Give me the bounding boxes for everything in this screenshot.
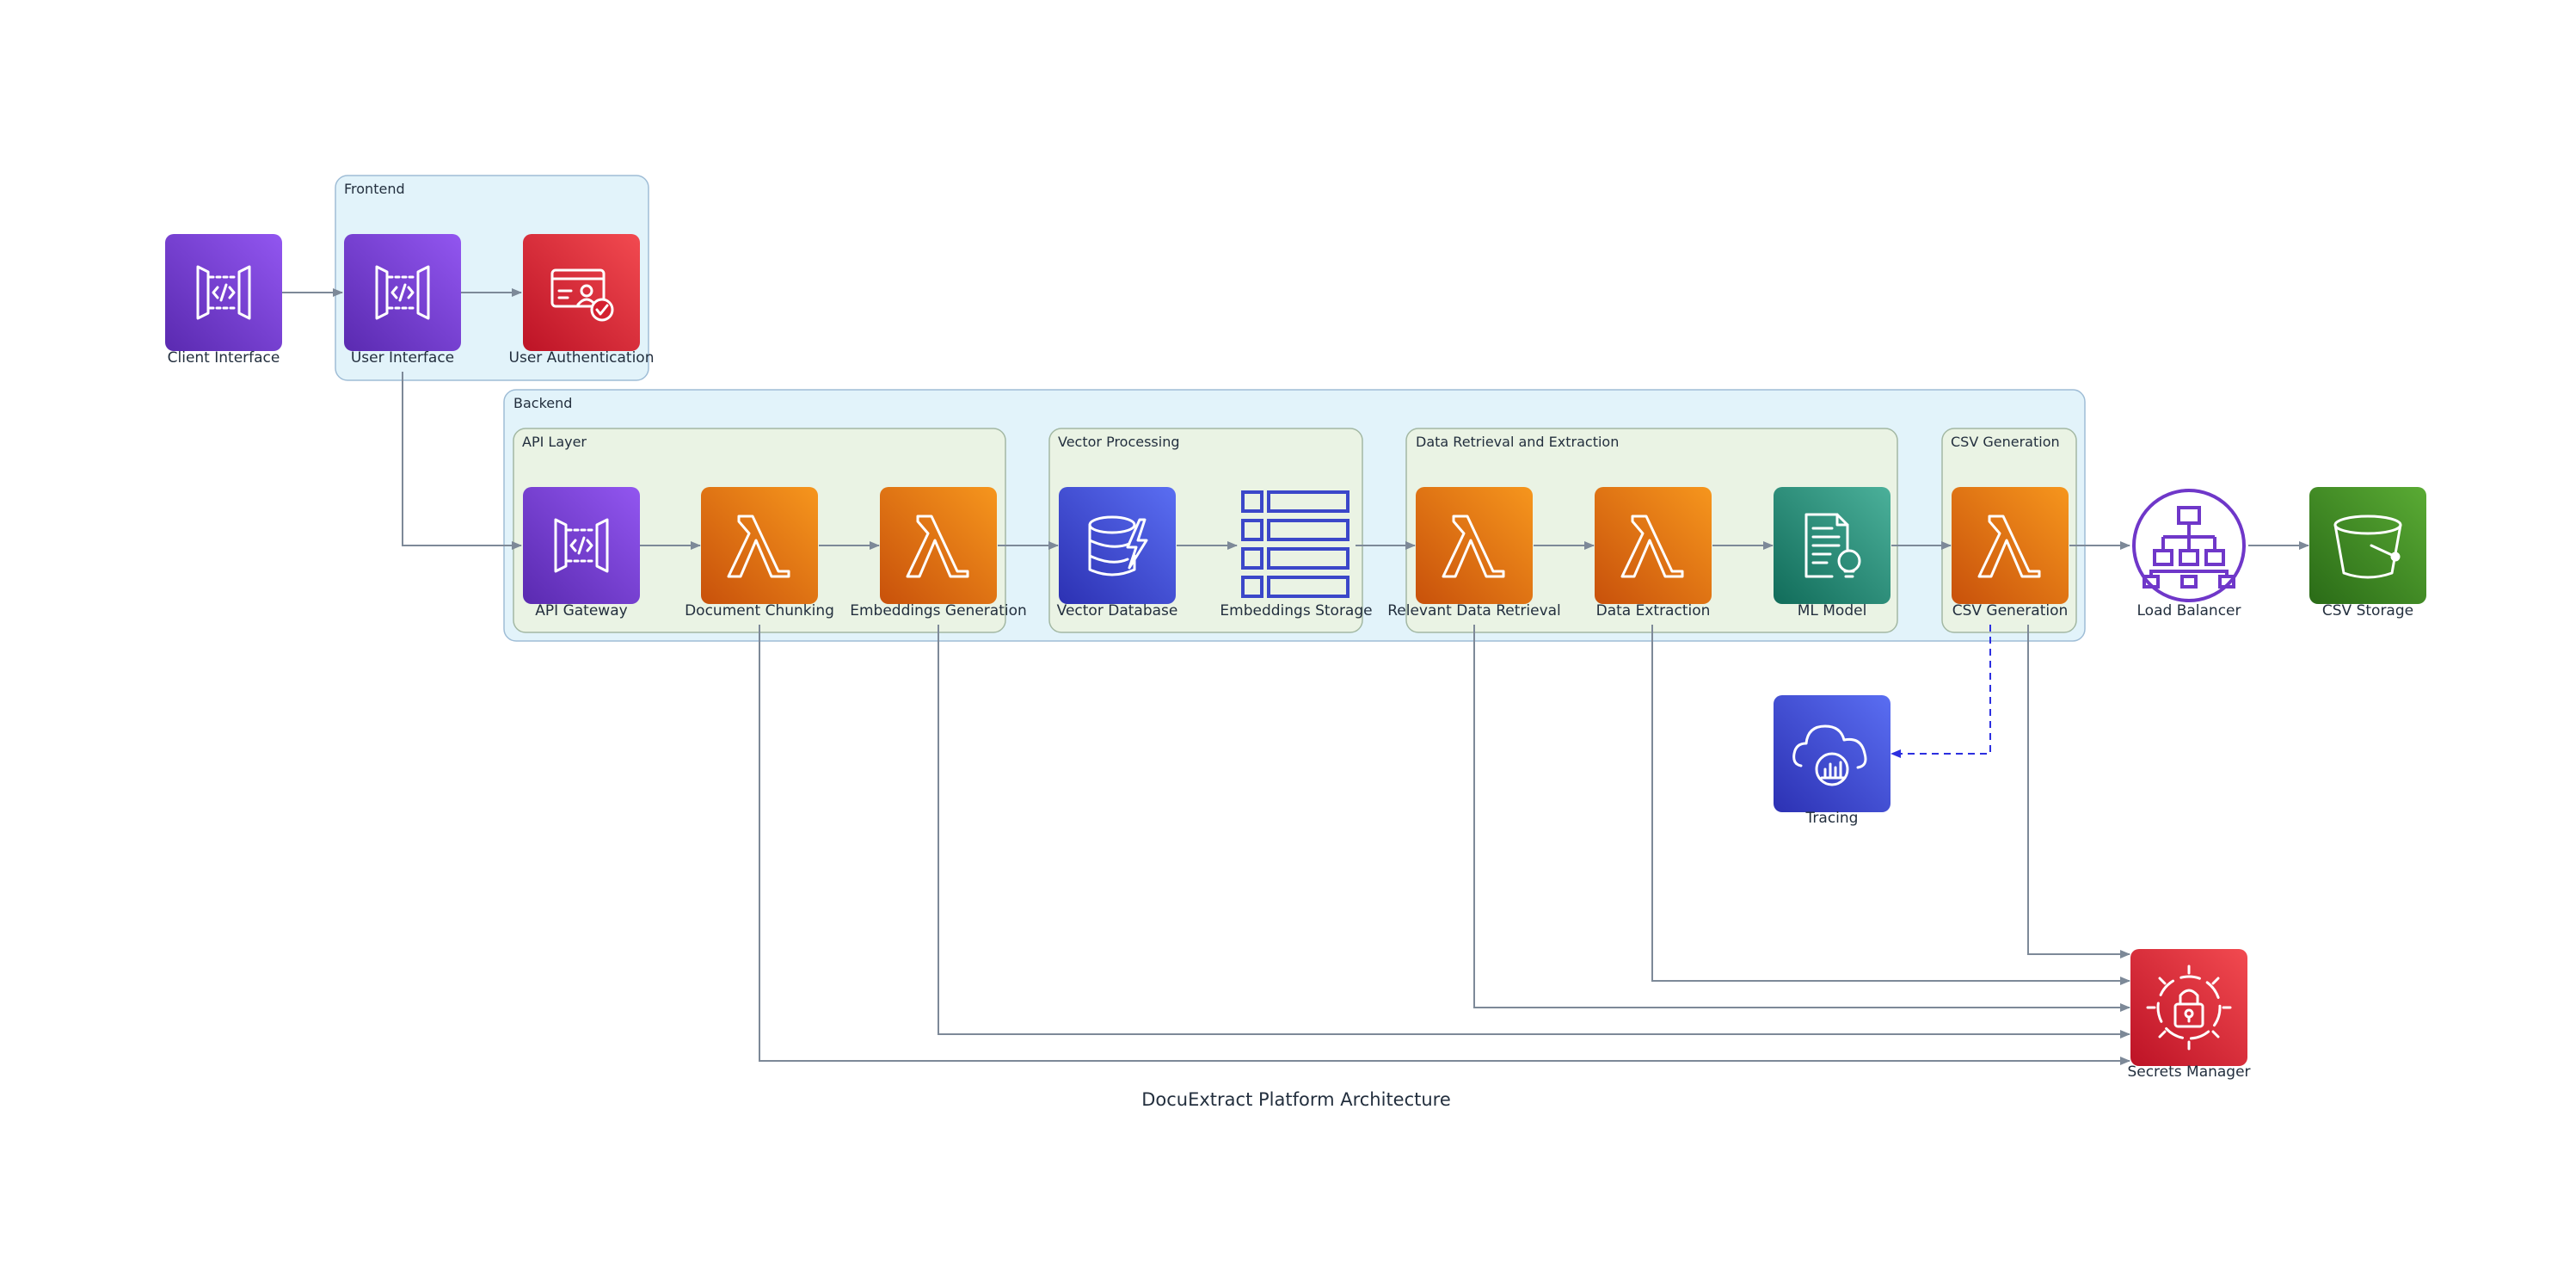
node-label-document-chunking: Document Chunking xyxy=(685,602,834,619)
node-embeddings-storage xyxy=(1241,490,1349,598)
edge-retrieval-to-secrets xyxy=(1473,625,2130,1012)
node-label-tracing: Tracing xyxy=(1805,810,1859,827)
lambda-icon xyxy=(906,515,969,578)
database-icon xyxy=(1088,515,1148,576)
identity-icon xyxy=(550,268,614,322)
node-tracing xyxy=(1774,695,1891,812)
lambda-icon xyxy=(1620,515,1684,578)
node-vector-database xyxy=(1059,487,1176,604)
node-label-csv-generation: CSV Generation xyxy=(1952,602,2069,619)
lambda-icon xyxy=(727,515,790,578)
lambda-icon xyxy=(1977,515,2041,578)
load-balancer-icon xyxy=(2132,489,2246,602)
edge-extraction-to-secrets xyxy=(1651,625,2130,985)
group-label-backend: Backend xyxy=(513,395,573,411)
node-relevant-data-retrieval xyxy=(1416,487,1533,604)
bucket-icon xyxy=(2333,515,2402,579)
node-document-chunking xyxy=(701,487,818,604)
group-label-csv-generation: CSV Generation xyxy=(1951,434,2060,450)
node-user-authentication xyxy=(523,234,640,351)
diagram-title: DocuExtract Platform Architecture xyxy=(1141,1089,1451,1110)
edge-chunking-to-secrets xyxy=(759,625,2130,1065)
node-data-extraction xyxy=(1595,487,1712,604)
node-label-csv-storage: CSV Storage xyxy=(2321,602,2414,619)
edge-csvgen-to-secrets xyxy=(2027,625,2130,958)
node-label-ml-model: ML Model xyxy=(1797,602,1867,619)
node-load-balancer xyxy=(2132,489,2246,602)
node-client-interface xyxy=(165,234,282,351)
node-label-embeddings-storage: Embeddings Storage xyxy=(1220,602,1373,619)
api-gateway-icon xyxy=(375,265,430,320)
group-label-frontend: Frontend xyxy=(344,181,405,197)
node-label-client-interface: Client Interface xyxy=(167,349,280,367)
node-label-user-authentication: User Authentication xyxy=(508,349,655,367)
group-label-api-layer: API Layer xyxy=(522,434,587,450)
node-user-interface xyxy=(344,234,461,351)
edge-ui-to-apigw xyxy=(402,372,522,550)
node-label-embeddings-generation: Embeddings Generation xyxy=(850,602,1027,619)
ml-document-icon xyxy=(1804,513,1861,578)
node-label-user-interface: User Interface xyxy=(350,349,455,367)
node-label-secrets-manager: Secrets Manager xyxy=(2127,1063,2251,1081)
node-label-relevant-data-retrieval: Relevant Data Retrieval xyxy=(1387,602,1561,619)
node-label-data-extraction: Data Extraction xyxy=(1595,602,1711,619)
table-icon xyxy=(1241,490,1349,598)
node-ml-model xyxy=(1774,487,1891,604)
node-csv-storage xyxy=(2309,487,2426,604)
group-label-data-retrieval: Data Retrieval and Extraction xyxy=(1416,434,1620,450)
node-csv-generation-fn xyxy=(1952,487,2069,604)
node-embeddings-generation xyxy=(880,487,997,604)
api-gateway-icon xyxy=(196,265,251,320)
group-label-vector-processing: Vector Processing xyxy=(1058,434,1180,450)
node-api-gateway xyxy=(523,487,640,604)
lock-icon xyxy=(2146,965,2232,1051)
edge-embgen-to-secrets xyxy=(938,625,2130,1039)
node-label-load-balancer: Load Balancer xyxy=(2136,602,2241,619)
api-gateway-icon xyxy=(554,518,609,573)
node-label-vector-database: Vector Database xyxy=(1056,602,1178,619)
cloud-chart-icon xyxy=(1792,724,1867,786)
edge-csvgen-to-tracing xyxy=(1891,625,1991,758)
lambda-icon xyxy=(1442,515,1505,578)
node-label-api-gateway: API Gateway xyxy=(535,602,628,619)
node-secrets-manager xyxy=(2130,949,2247,1066)
